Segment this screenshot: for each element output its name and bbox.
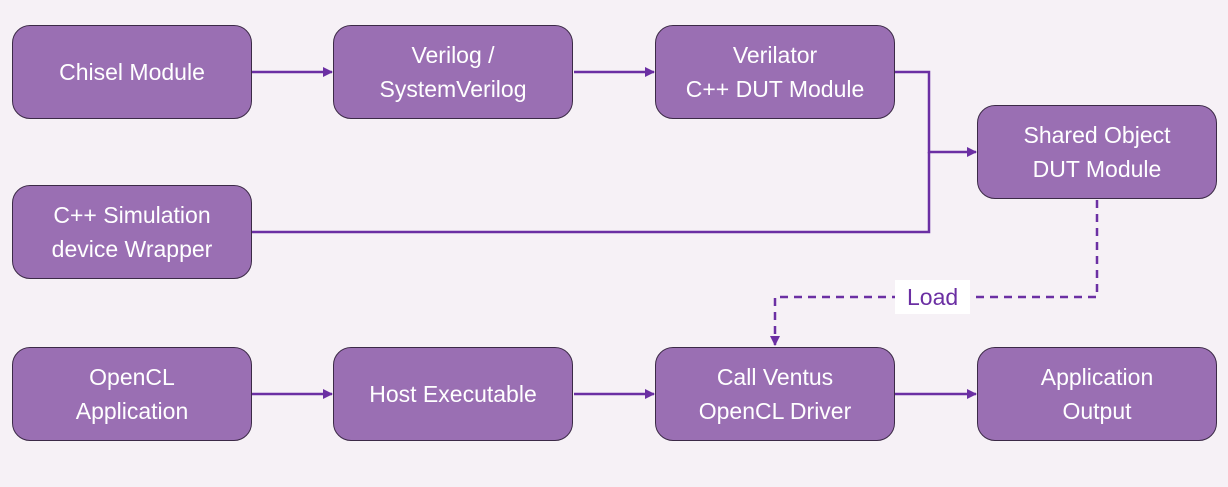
node-label: SystemVerilog [379,76,527,102]
node-label: OpenCL Driver [698,398,852,424]
node-verilator: Verilator C++ DUT Module [655,25,895,119]
node-label: DUT Module [1032,156,1162,182]
node-label: Call Ventus [716,364,834,390]
edge-verilator-to-shared-object [895,70,977,157]
node-label: Application [75,398,189,424]
node-cpp-wrapper: C++ Simulation device Wrapper [12,185,252,279]
node-shared-object: Shared Object DUT Module [977,105,1217,199]
node-ventus-driver: Call Ventus OpenCL Driver [655,347,895,441]
node-label: Verilog / [411,42,495,68]
node-label: Output [1062,398,1132,424]
node-opencl-application: OpenCL Application [12,347,252,441]
node-label: Chisel Module [59,59,205,85]
node-chisel-module: Chisel Module [12,25,252,119]
node-label: C++ DUT Module [685,76,865,102]
node-label: Verilator [732,42,818,68]
node-label: Host Executable [369,381,537,407]
node-application-output: Application Output [977,347,1217,441]
node-label: device Wrapper [51,236,213,262]
node-verilog: Verilog / SystemVerilog [333,25,573,119]
edge-load-dashed [770,200,1099,346]
node-label: Application [1040,364,1154,390]
edge-wrapper-to-shared-object [252,152,931,234]
node-host-executable: Host Executable [333,347,573,441]
node-label: Shared Object [1023,122,1171,148]
node-label: C++ Simulation [53,202,211,228]
node-label: OpenCL [89,364,175,390]
edge-label-load: Load [895,280,971,314]
